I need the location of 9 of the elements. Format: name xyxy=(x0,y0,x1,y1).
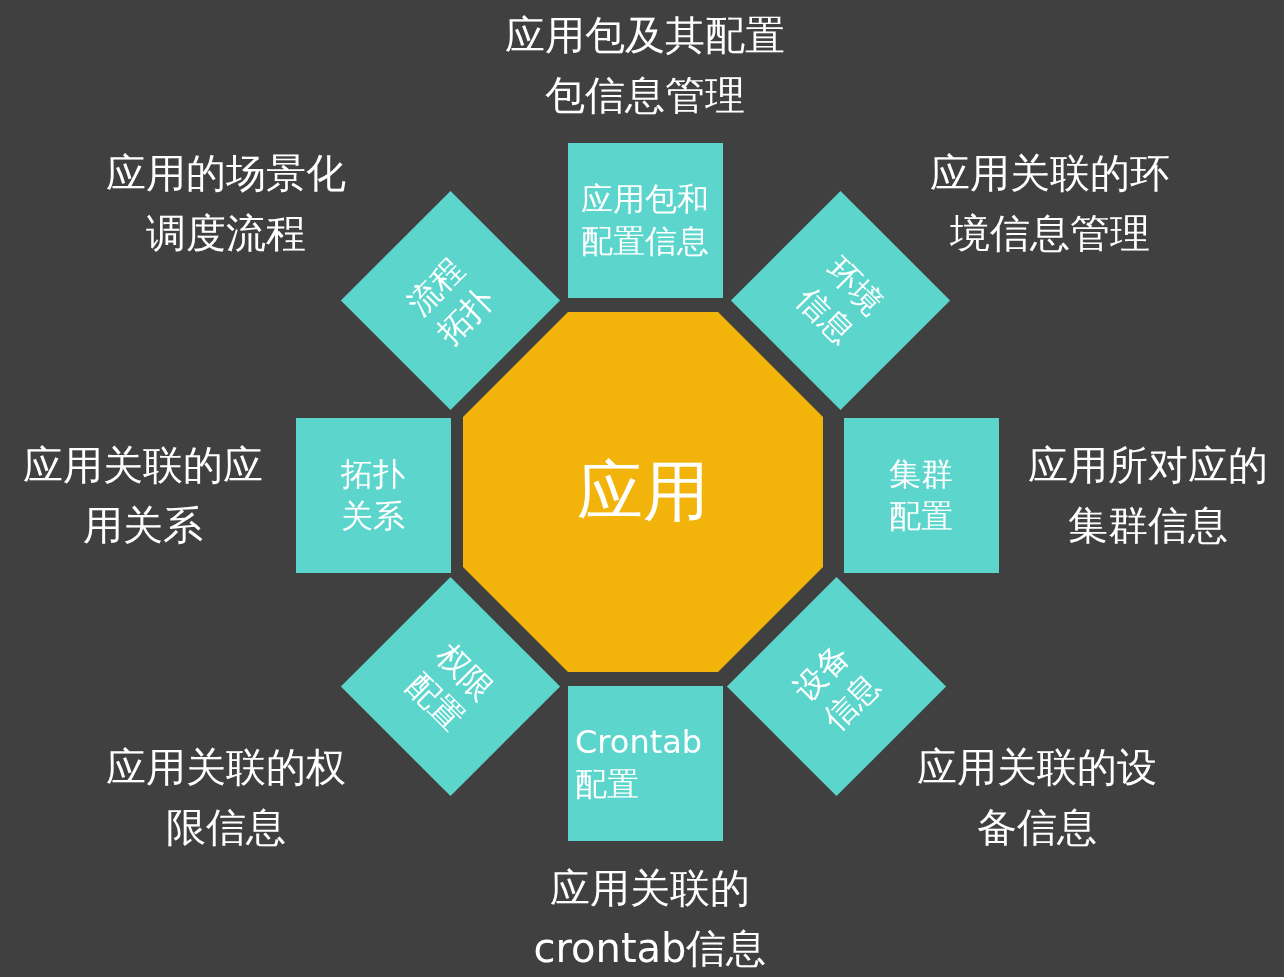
info-box: 拓扑关系 xyxy=(295,417,451,573)
info-box: 集群配置 xyxy=(843,417,999,573)
center-label: 应用 xyxy=(577,452,709,532)
info-box: Crontab配置 xyxy=(567,685,723,841)
description-text: 应用关联的crontab信息 xyxy=(532,864,768,973)
description-text: 应用所对应的集群信息 xyxy=(1027,441,1269,550)
description-text: 应用关联的应用关系 xyxy=(22,441,264,550)
description-text: 应用包及其配置包信息管理 xyxy=(504,11,786,120)
info-box: 应用包和配置信息 xyxy=(567,142,723,298)
